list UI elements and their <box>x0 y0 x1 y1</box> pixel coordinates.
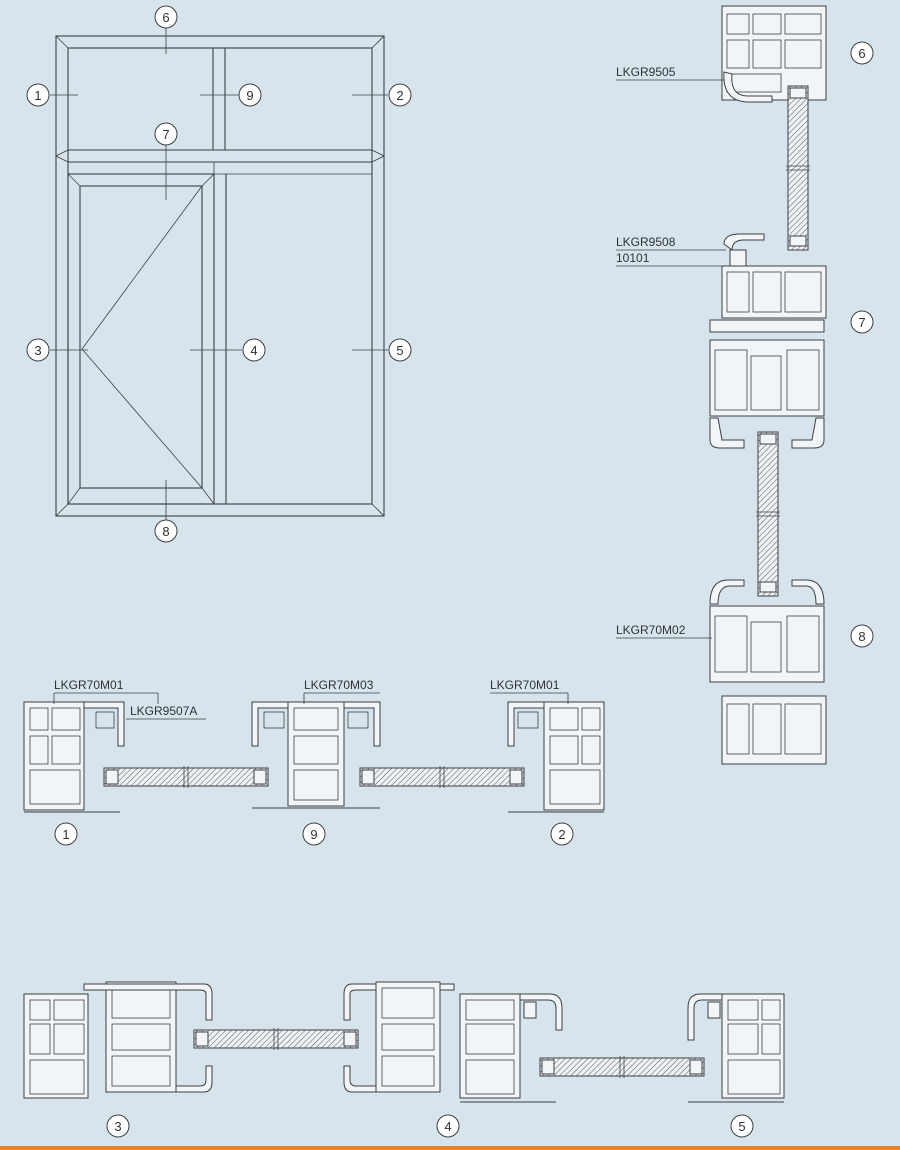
callout-6-right: 6 <box>850 41 874 65</box>
callout-4-top: 4 <box>242 338 266 362</box>
callout-1-bottom: 1 <box>54 822 78 846</box>
horizontal-section-lower <box>23 981 785 1103</box>
callout-label: 2 <box>396 88 403 103</box>
callout-9-top: 9 <box>238 83 262 107</box>
callout-label: 3 <box>114 1119 121 1134</box>
callout-5-top: 5 <box>388 338 412 362</box>
callout-3-bottom: 3 <box>106 1114 130 1138</box>
horizontal-section-upper <box>23 701 605 813</box>
profile-label: 10101 <box>616 251 650 265</box>
profile-label: LKGR70M01 <box>54 678 124 692</box>
profile-label: LKGR9508 <box>616 235 676 249</box>
callout-4-bottom: 4 <box>436 1114 460 1138</box>
callout-label: 1 <box>34 88 41 103</box>
callout-2-top: 2 <box>388 83 412 107</box>
callout-label: 6 <box>162 10 169 25</box>
callout-label: 4 <box>250 343 257 358</box>
callout-label: 4 <box>444 1119 451 1134</box>
profile-8 <box>709 579 827 765</box>
callout-label: 3 <box>34 343 41 358</box>
callout-5-bottom: 5 <box>730 1114 754 1138</box>
callout-3-top: 3 <box>26 338 50 362</box>
callout-8-top: 8 <box>154 519 178 543</box>
callout-1-top: 1 <box>26 83 50 107</box>
callout-label: 2 <box>558 827 565 842</box>
callout-label: 6 <box>858 46 865 61</box>
profile-label: LKGR70M02 <box>616 623 686 637</box>
callout-label: 1 <box>62 827 69 842</box>
profile-6 <box>721 5 827 251</box>
window-elevation <box>55 35 385 517</box>
profile-label: LKGR70M03 <box>304 678 374 692</box>
profile-label: LKGR70M01 <box>490 678 560 692</box>
callout-6-top: 6 <box>154 5 178 29</box>
callout-label: 8 <box>162 524 169 539</box>
vertical-section <box>709 5 827 765</box>
profile-label: LKGR9507A <box>130 704 197 718</box>
profile-7 <box>709 233 827 597</box>
callout-8-right: 8 <box>850 624 874 648</box>
callout-label: 9 <box>246 88 253 103</box>
callout-7-top: 7 <box>154 122 178 146</box>
callout-2-bottom: 2 <box>550 822 574 846</box>
callout-7-right: 7 <box>850 310 874 334</box>
horizontal-upper-labels: LKGR70M01 LKGR9507A LKGR70M03 LKGR70M01 <box>53 678 569 720</box>
accent-bar <box>0 1146 900 1150</box>
elevation-leaders <box>50 28 388 520</box>
callout-label: 5 <box>738 1119 745 1134</box>
callout-label: 5 <box>396 343 403 358</box>
callout-9-bottom: 9 <box>302 822 326 846</box>
callout-label: 9 <box>310 827 317 842</box>
profile-label: LKGR9505 <box>616 65 676 79</box>
callout-label: 8 <box>858 629 865 644</box>
callout-label: 7 <box>858 315 865 330</box>
callout-label: 7 <box>162 127 169 142</box>
vertical-section-labels: LKGR9505 LKGR9508 10101 LKGR70M02 <box>616 65 734 639</box>
